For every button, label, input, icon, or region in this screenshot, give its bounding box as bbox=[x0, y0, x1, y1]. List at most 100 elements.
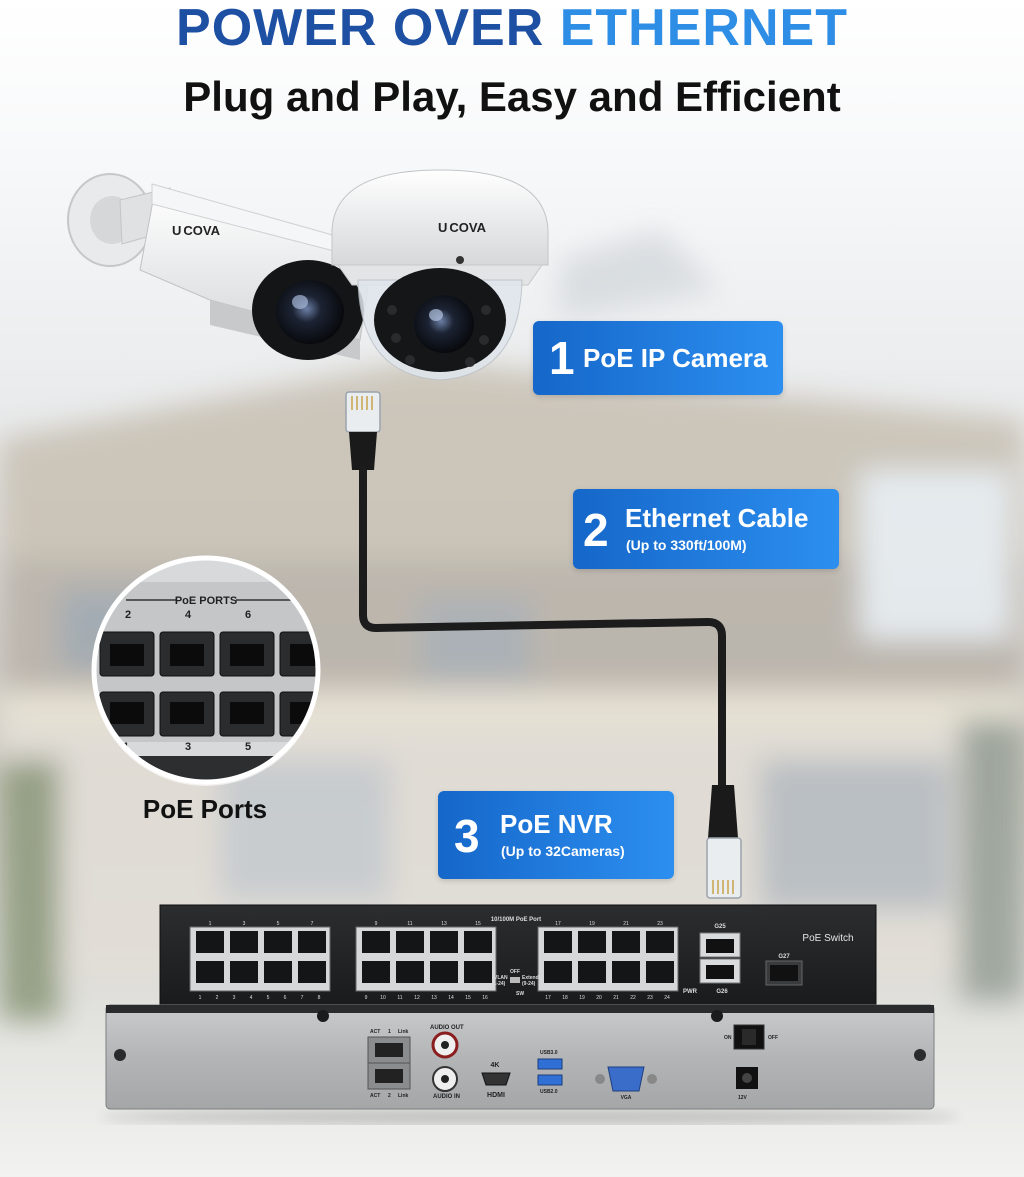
switch-port-number: 21 bbox=[613, 995, 619, 1001]
step-1-title: PoE IP Camera bbox=[583, 343, 768, 373]
switch-port-number: 15 bbox=[465, 995, 471, 1001]
headline: POWER OVER ETHERNET bbox=[0, 0, 1024, 56]
act-label-2: ACT bbox=[370, 1093, 380, 1099]
switch-port bbox=[544, 931, 572, 953]
switch-port bbox=[464, 961, 492, 983]
audio-out-label: AUDIO OUT bbox=[430, 1025, 464, 1031]
uplink-g25: G25 bbox=[714, 924, 726, 930]
step-3-title: PoE NVR bbox=[500, 809, 613, 839]
switch-port-number: 11 bbox=[397, 995, 402, 1001]
nvr-audio bbox=[431, 1031, 459, 1092]
step-2-subtitle: (Up to 330ft/100M) bbox=[626, 537, 747, 553]
vga-label: VGA bbox=[621, 1095, 632, 1101]
step-2-number: 2 bbox=[583, 504, 609, 556]
switch-port-number: 15 bbox=[475, 921, 481, 927]
switch-port-number: 17 bbox=[545, 995, 551, 1001]
audio-in-label: AUDIO IN bbox=[433, 1094, 460, 1100]
vlan-label: VLAN bbox=[494, 975, 508, 981]
switch-header: 10/100M PoE Port bbox=[491, 917, 541, 923]
uplink-g26: G26 bbox=[716, 989, 728, 995]
switch-port-number: 11 bbox=[407, 921, 412, 927]
step-2-title: Ethernet Cable bbox=[625, 503, 809, 533]
switch-port bbox=[578, 931, 606, 953]
switch-port bbox=[264, 931, 292, 953]
step-2-label: 2 Ethernet Cable (Up to 330ft/100M) bbox=[573, 489, 839, 569]
step-3-number: 3 bbox=[454, 810, 480, 862]
switch-port bbox=[396, 961, 424, 983]
switch-port-number: 4 bbox=[250, 995, 253, 1001]
ports-num-3: 3 bbox=[185, 741, 191, 753]
link-label-2: Link bbox=[398, 1093, 408, 1099]
ports-header: PoE PORTS bbox=[175, 595, 237, 607]
switch-port-number: 7 bbox=[311, 921, 314, 927]
off-label-nvr: OFF bbox=[768, 1035, 778, 1041]
switch-port-number: 24 bbox=[664, 995, 670, 1001]
headline-part1: POWER OVER bbox=[176, 0, 545, 57]
switch-port-number: 23 bbox=[657, 921, 663, 927]
switch-port bbox=[298, 931, 326, 953]
res-label: 4K bbox=[491, 1062, 500, 1069]
switch-port-number: 7 bbox=[301, 995, 304, 1001]
switch-port-number: 19 bbox=[579, 995, 585, 1001]
ports-num-6: 6 bbox=[245, 609, 251, 621]
switch-label: PoE Switch bbox=[802, 933, 853, 944]
switch-port bbox=[230, 931, 258, 953]
ports-num-2: 2 bbox=[125, 609, 131, 621]
vlan-range: (1-24) bbox=[492, 981, 506, 987]
switch-port bbox=[230, 961, 258, 983]
switch-port-number: 14 bbox=[448, 995, 454, 1001]
switch-port-number: 10 bbox=[380, 995, 386, 1001]
switch-port-number: 22 bbox=[630, 995, 636, 1001]
usb3-label: USB3.0 bbox=[540, 1050, 558, 1056]
nvr-recorder: ACT 1 Link ACT 2 Link AUDIO OUT AUDIO IN… bbox=[105, 1004, 935, 1110]
usb2-label: USB2.0 bbox=[540, 1089, 558, 1095]
switch-port-number: 3 bbox=[233, 995, 236, 1001]
switch-port bbox=[362, 931, 390, 953]
switch-port-number: 3 bbox=[243, 921, 246, 927]
lan-1-label: 1 bbox=[388, 1029, 391, 1035]
switch-port-number: 13 bbox=[441, 921, 447, 927]
switch-port-number: 13 bbox=[431, 995, 437, 1001]
switch-port-number: 9 bbox=[365, 995, 368, 1001]
nvr-lan-ports bbox=[367, 1036, 411, 1090]
ports-num-4: 4 bbox=[185, 609, 192, 621]
ports-num-5: 5 bbox=[245, 741, 251, 753]
step-3-label: 3 PoE NVR (Up to 32Cameras) bbox=[438, 791, 674, 879]
switch-port bbox=[396, 931, 424, 953]
step-1-number: 1 bbox=[549, 332, 575, 384]
switch-port bbox=[612, 931, 640, 953]
switch-port-number: 5 bbox=[277, 921, 280, 927]
switch-port bbox=[196, 931, 224, 953]
switch-port-number: 9 bbox=[375, 921, 378, 927]
switch-port bbox=[544, 961, 572, 983]
switch-port-number: 23 bbox=[647, 995, 653, 1001]
sfp-g27: G27 bbox=[778, 954, 790, 960]
switch-port-number: 5 bbox=[267, 995, 270, 1001]
switch-port-number: 18 bbox=[562, 995, 568, 1001]
switch-port-number: 21 bbox=[623, 921, 629, 927]
switch-port-number: 8 bbox=[318, 995, 321, 1001]
switch-port bbox=[362, 961, 390, 983]
switch-port bbox=[430, 961, 458, 983]
extend-label: Extend bbox=[522, 975, 539, 981]
switch-port bbox=[612, 961, 640, 983]
switch-port-number: 2 bbox=[216, 995, 219, 1001]
step-3-subtitle: (Up to 32Cameras) bbox=[501, 843, 625, 859]
off-label: OFF bbox=[510, 969, 520, 975]
switch-port bbox=[646, 931, 674, 953]
switch-port bbox=[264, 961, 292, 983]
step-1-label: 1 PoE IP Camera bbox=[533, 321, 783, 395]
switch-port-number: 20 bbox=[596, 995, 602, 1001]
switch-port-number: 6 bbox=[284, 995, 287, 1001]
hdmi-label: HDMI bbox=[487, 1092, 505, 1099]
pwr-label: PWR bbox=[683, 989, 698, 995]
